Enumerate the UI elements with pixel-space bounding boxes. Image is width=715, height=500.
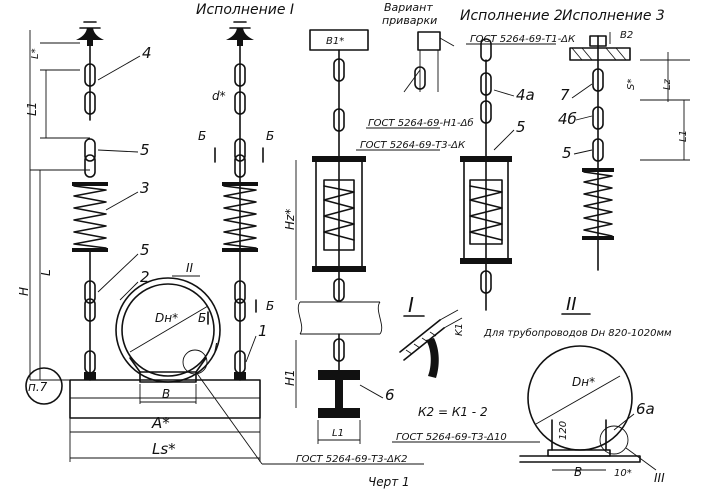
- detail-II-note: Для трубопроводов Dн 820-1020мм: [483, 327, 672, 339]
- execution-3: B2 7 4б 5 Lz S* L1: [558, 30, 690, 271]
- weld-variant-detail: [403, 31, 455, 93]
- part-label-5-exec3: 5: [562, 144, 572, 162]
- gost-t3-k-label: ГОСТ 5264-69-Т3-ΔК: [360, 140, 466, 151]
- dim-h: H: [17, 287, 31, 296]
- dim-l1: L1: [25, 102, 39, 116]
- label-detail-III: III: [654, 471, 665, 485]
- title-variant-3: Исполнение 3: [562, 8, 665, 24]
- center-assembly: B1* Hz* H1 L1 6: [283, 29, 395, 444]
- title-weld-variant-line2: приварки: [382, 14, 437, 27]
- part-label-1: 1: [258, 322, 268, 340]
- dim-b2: B2: [620, 30, 633, 41]
- pipe-circle-outer: [115, 277, 221, 383]
- dim-s-star: S*: [626, 79, 637, 90]
- dim-dn-detail: Dн*: [572, 375, 595, 389]
- detail-I-title: I: [408, 293, 414, 317]
- part-label-6: 6: [385, 386, 395, 404]
- detail-II: II Для трубопроводов Dн 820-1020мм Dн* 1…: [483, 294, 672, 485]
- detail-I-marker: [182, 349, 208, 375]
- title-variant-1: Исполнение I: [196, 2, 294, 18]
- part-label-5-bottom: 5: [140, 241, 150, 259]
- drawing-caption: Черт 1: [368, 475, 410, 489]
- part-label-4b: 4б: [558, 110, 577, 128]
- part-label-5-top: 5: [140, 141, 150, 159]
- dim-l1-bottom: L1: [332, 428, 344, 439]
- note-ref-circle: [25, 367, 63, 405]
- formula-k2: К2 = К1 - 2: [418, 405, 488, 419]
- base-beam: [69, 379, 261, 419]
- section-b-left-top: Б: [198, 129, 206, 143]
- detail-I: I K1: [399, 293, 465, 378]
- pipe-circle-inner: [121, 283, 215, 377]
- dim-b-detail: B: [574, 465, 582, 479]
- execution-2: 4а 5: [460, 38, 535, 311]
- dim-b-main: B: [162, 387, 170, 401]
- part-label-6a: 6а: [636, 400, 655, 418]
- part-label-4a: 4а: [516, 86, 535, 104]
- dim-dn-main: Dн*: [155, 311, 178, 325]
- section-b-right-bottom: Б: [266, 299, 274, 313]
- left-hanger-rod: [72, 21, 108, 381]
- section-b-left-bottom: Б: [198, 311, 206, 325]
- dim-hz-star: Hz*: [283, 209, 297, 230]
- dim-l: L: [39, 269, 53, 276]
- label-detail-II-main: II: [186, 261, 194, 275]
- title-weld-variant-line1: Вариант: [384, 1, 433, 14]
- label-detail-I-main: I: [214, 341, 218, 355]
- note-ref-p7: п.7: [28, 380, 48, 394]
- part-label-2: 2: [140, 268, 150, 286]
- part-label-5-exec2: 5: [516, 118, 526, 136]
- gost-t3-10-label: ГОСТ 5264-69-Т3-Δ10: [396, 432, 507, 443]
- dim-120: 120: [558, 421, 569, 440]
- part-label-4: 4: [142, 44, 152, 62]
- dim-ls: Ls*: [152, 440, 176, 458]
- gost-n1-label: ГОСТ 5264-69-Н1-Δб: [368, 117, 474, 129]
- detail-II-pipe: [527, 345, 633, 451]
- gost-t3-k2-label: ГОСТ 5264-69-Т3-ΔК2: [296, 454, 407, 465]
- detail-III-marker: [599, 425, 629, 455]
- part-label-3: 3: [140, 179, 150, 197]
- dim-a-star: A*: [151, 414, 170, 432]
- section-b-right-top: Б: [266, 129, 274, 143]
- dim-k1: K1: [454, 323, 465, 336]
- dim-h1: H1: [283, 369, 297, 386]
- dim-l1-exec3: L1: [678, 130, 689, 142]
- dim-10-star: 10*: [614, 468, 632, 479]
- part-label-7: 7: [560, 86, 570, 104]
- title-variant-2: Исполнение 2: [460, 8, 563, 24]
- dim-lz: Lz: [662, 78, 673, 90]
- gost-t1-label: ГОСТ 5264-69-Т1-ΔК: [470, 34, 576, 45]
- dim-b1-star-center: B1*: [326, 36, 344, 47]
- right-hanger-rod: [222, 21, 258, 381]
- detail-II-title: II: [566, 294, 577, 315]
- left-assembly: Dн* I II L* L1 L H B A* Ls* Б Б: [17, 21, 274, 462]
- dim-lstar: L*: [30, 48, 41, 59]
- dim-d-star: d*: [212, 89, 226, 103]
